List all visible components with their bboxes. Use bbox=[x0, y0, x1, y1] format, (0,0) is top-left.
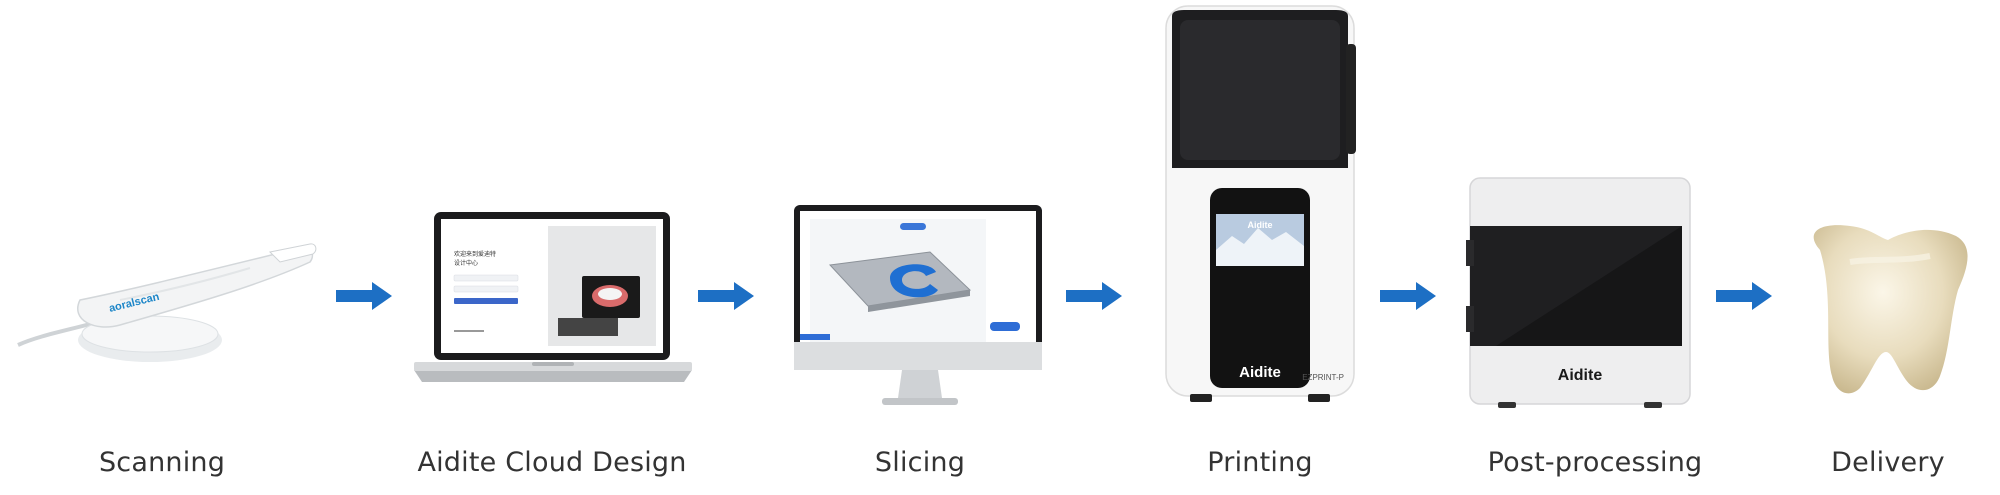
step-label-printing: Printing bbox=[1207, 447, 1313, 478]
step-label-slicing: Slicing bbox=[874, 447, 966, 478]
step-label-post-processing: Post-processing bbox=[1487, 447, 1703, 478]
step-post-processing: Aidite bbox=[1460, 0, 1700, 420]
3d-printer-icon: Aidite Aidite EZPRINT-P bbox=[1165, 5, 1356, 402]
flow-arrow-1 bbox=[336, 282, 392, 310]
step-slicing bbox=[790, 0, 1050, 420]
flow-arrow-5 bbox=[1716, 282, 1772, 310]
flow-arrow-4 bbox=[1380, 282, 1436, 310]
step-label-scanning: Scanning bbox=[98, 447, 226, 478]
monitor-icon bbox=[794, 205, 1042, 405]
dental-crown-icon bbox=[1813, 225, 1968, 394]
step-delivery bbox=[1790, 0, 1980, 420]
printer-brand: Aidite bbox=[1239, 364, 1281, 381]
printer-screen-brand: Aidite bbox=[1247, 220, 1272, 230]
printer-model: EZPRINT-P bbox=[1302, 373, 1344, 382]
flow-arrow-3 bbox=[1066, 282, 1122, 310]
step-label-delivery: Delivery bbox=[1831, 447, 1945, 478]
flow-arrow-2 bbox=[698, 282, 754, 310]
step-label-cloud-design: Aidite Cloud Design bbox=[417, 447, 687, 478]
intraoral-scanner-icon: aoralscan bbox=[17, 243, 317, 362]
step-cloud-design: 欢迎来到爱迪特 设计中心 bbox=[408, 0, 698, 420]
step-printing: Aidite Aidite EZPRINT-P bbox=[1160, 0, 1360, 410]
curing-unit-icon: Aidite bbox=[1466, 177, 1691, 408]
laptop-welcome-line1: 欢迎来到爱迪特 bbox=[454, 250, 496, 258]
post-processing-brand: Aidite bbox=[1558, 367, 1603, 384]
laptop-icon: 欢迎来到爱迪特 设计中心 bbox=[414, 212, 692, 382]
laptop-welcome-line2: 设计中心 bbox=[454, 259, 478, 267]
step-scanning: aoralscan bbox=[10, 0, 320, 420]
